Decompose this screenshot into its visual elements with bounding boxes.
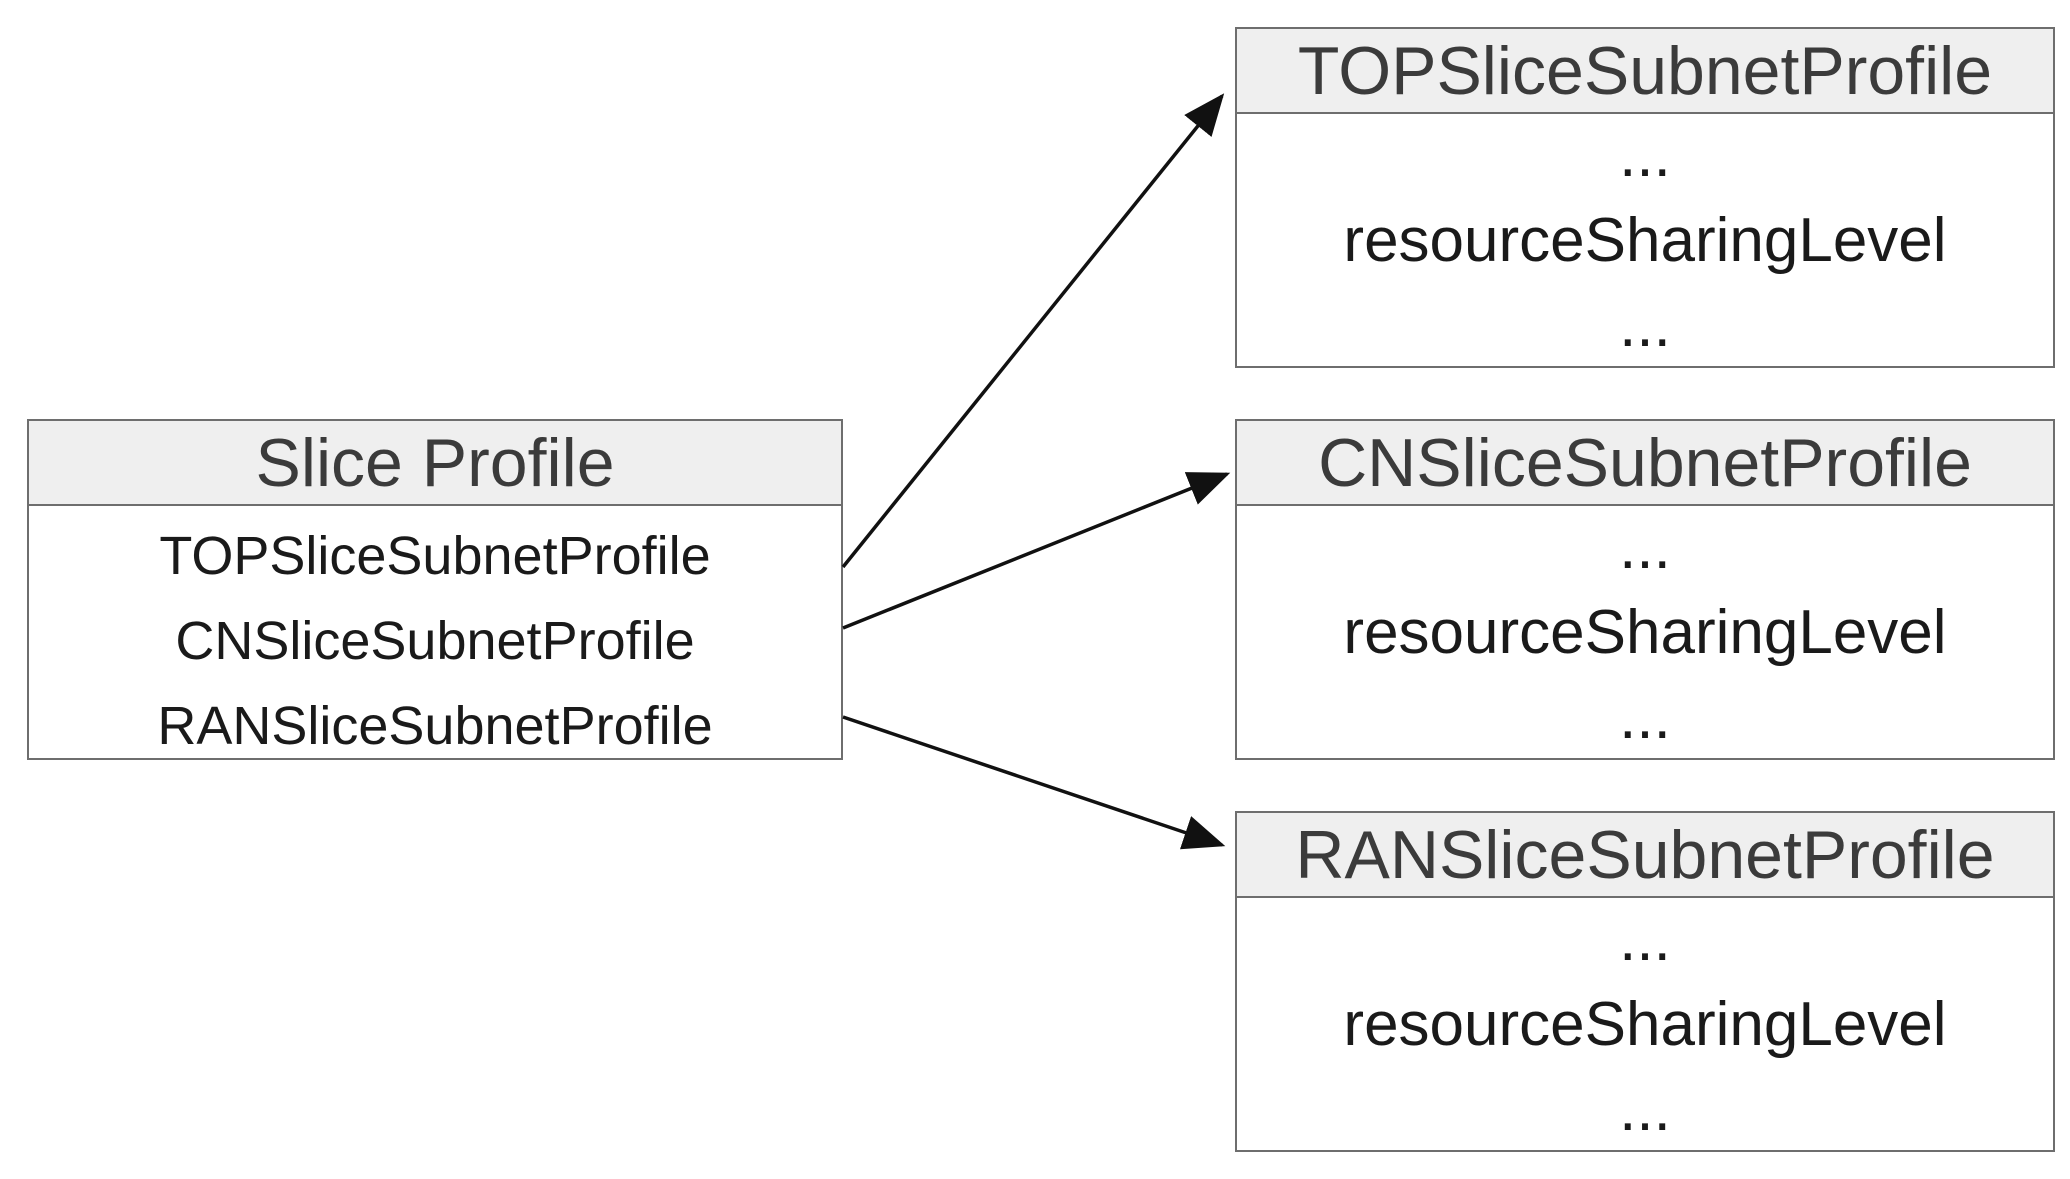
ellipsis-text: ...	[1619, 121, 1671, 190]
cn-slice-subnet-profile-title: CNSliceSubnetProfile	[1237, 421, 2053, 506]
ellipsis-text: ...	[1619, 291, 1671, 360]
ellipsis-text: ...	[1619, 513, 1671, 582]
slice-profile-title: Slice Profile	[29, 421, 841, 506]
ran-slice-subnet-profile-title: RANSliceSubnetProfile	[1237, 813, 2053, 898]
top-slice-subnet-profile-title: TOPSliceSubnetProfile	[1237, 29, 2053, 114]
top-slice-subnet-profile-box: TOPSliceSubnetProfile ... resourceSharin…	[1235, 27, 2055, 368]
cn-slice-subnet-profile-box: CNSliceSubnetProfile ... resourceSharing…	[1235, 419, 2055, 760]
ellipsis-text: ...	[1619, 1075, 1671, 1144]
arrow-to-cn-slice-subnet-profile	[842, 472, 1231, 630]
ellipsis-text: ...	[1619, 905, 1671, 974]
attribute-ran-slice-subnet-profile: RANSliceSubnetProfile	[157, 696, 713, 756]
slice-profile-attributes: TOPSliceSubnetProfile CNSliceSubnetProfi…	[29, 506, 841, 769]
slice-profile-box: Slice Profile TOPSliceSubnetProfile CNSl…	[27, 419, 843, 760]
top-slice-subnet-profile-body: ... resourceSharingLevel ...	[1237, 114, 2053, 366]
arrow-to-ran-slice-subnet-profile	[842, 715, 1226, 850]
resource-sharing-level-attribute: resourceSharingLevel	[1343, 206, 1947, 275]
arrow-to-top-slice-subnet-profile	[841, 93, 1225, 569]
resource-sharing-level-attribute: resourceSharingLevel	[1343, 990, 1947, 1059]
resource-sharing-level-attribute: resourceSharingLevel	[1343, 598, 1947, 667]
ran-slice-subnet-profile-box: RANSliceSubnetProfile ... resourceSharin…	[1235, 811, 2055, 1152]
ellipsis-text: ...	[1619, 683, 1671, 752]
attribute-cn-slice-subnet-profile: CNSliceSubnetProfile	[175, 611, 695, 671]
attribute-top-slice-subnet-profile: TOPSliceSubnetProfile	[159, 526, 711, 586]
ran-slice-subnet-profile-body: ... resourceSharingLevel ...	[1237, 898, 2053, 1150]
cn-slice-subnet-profile-body: ... resourceSharingLevel ...	[1237, 506, 2053, 758]
